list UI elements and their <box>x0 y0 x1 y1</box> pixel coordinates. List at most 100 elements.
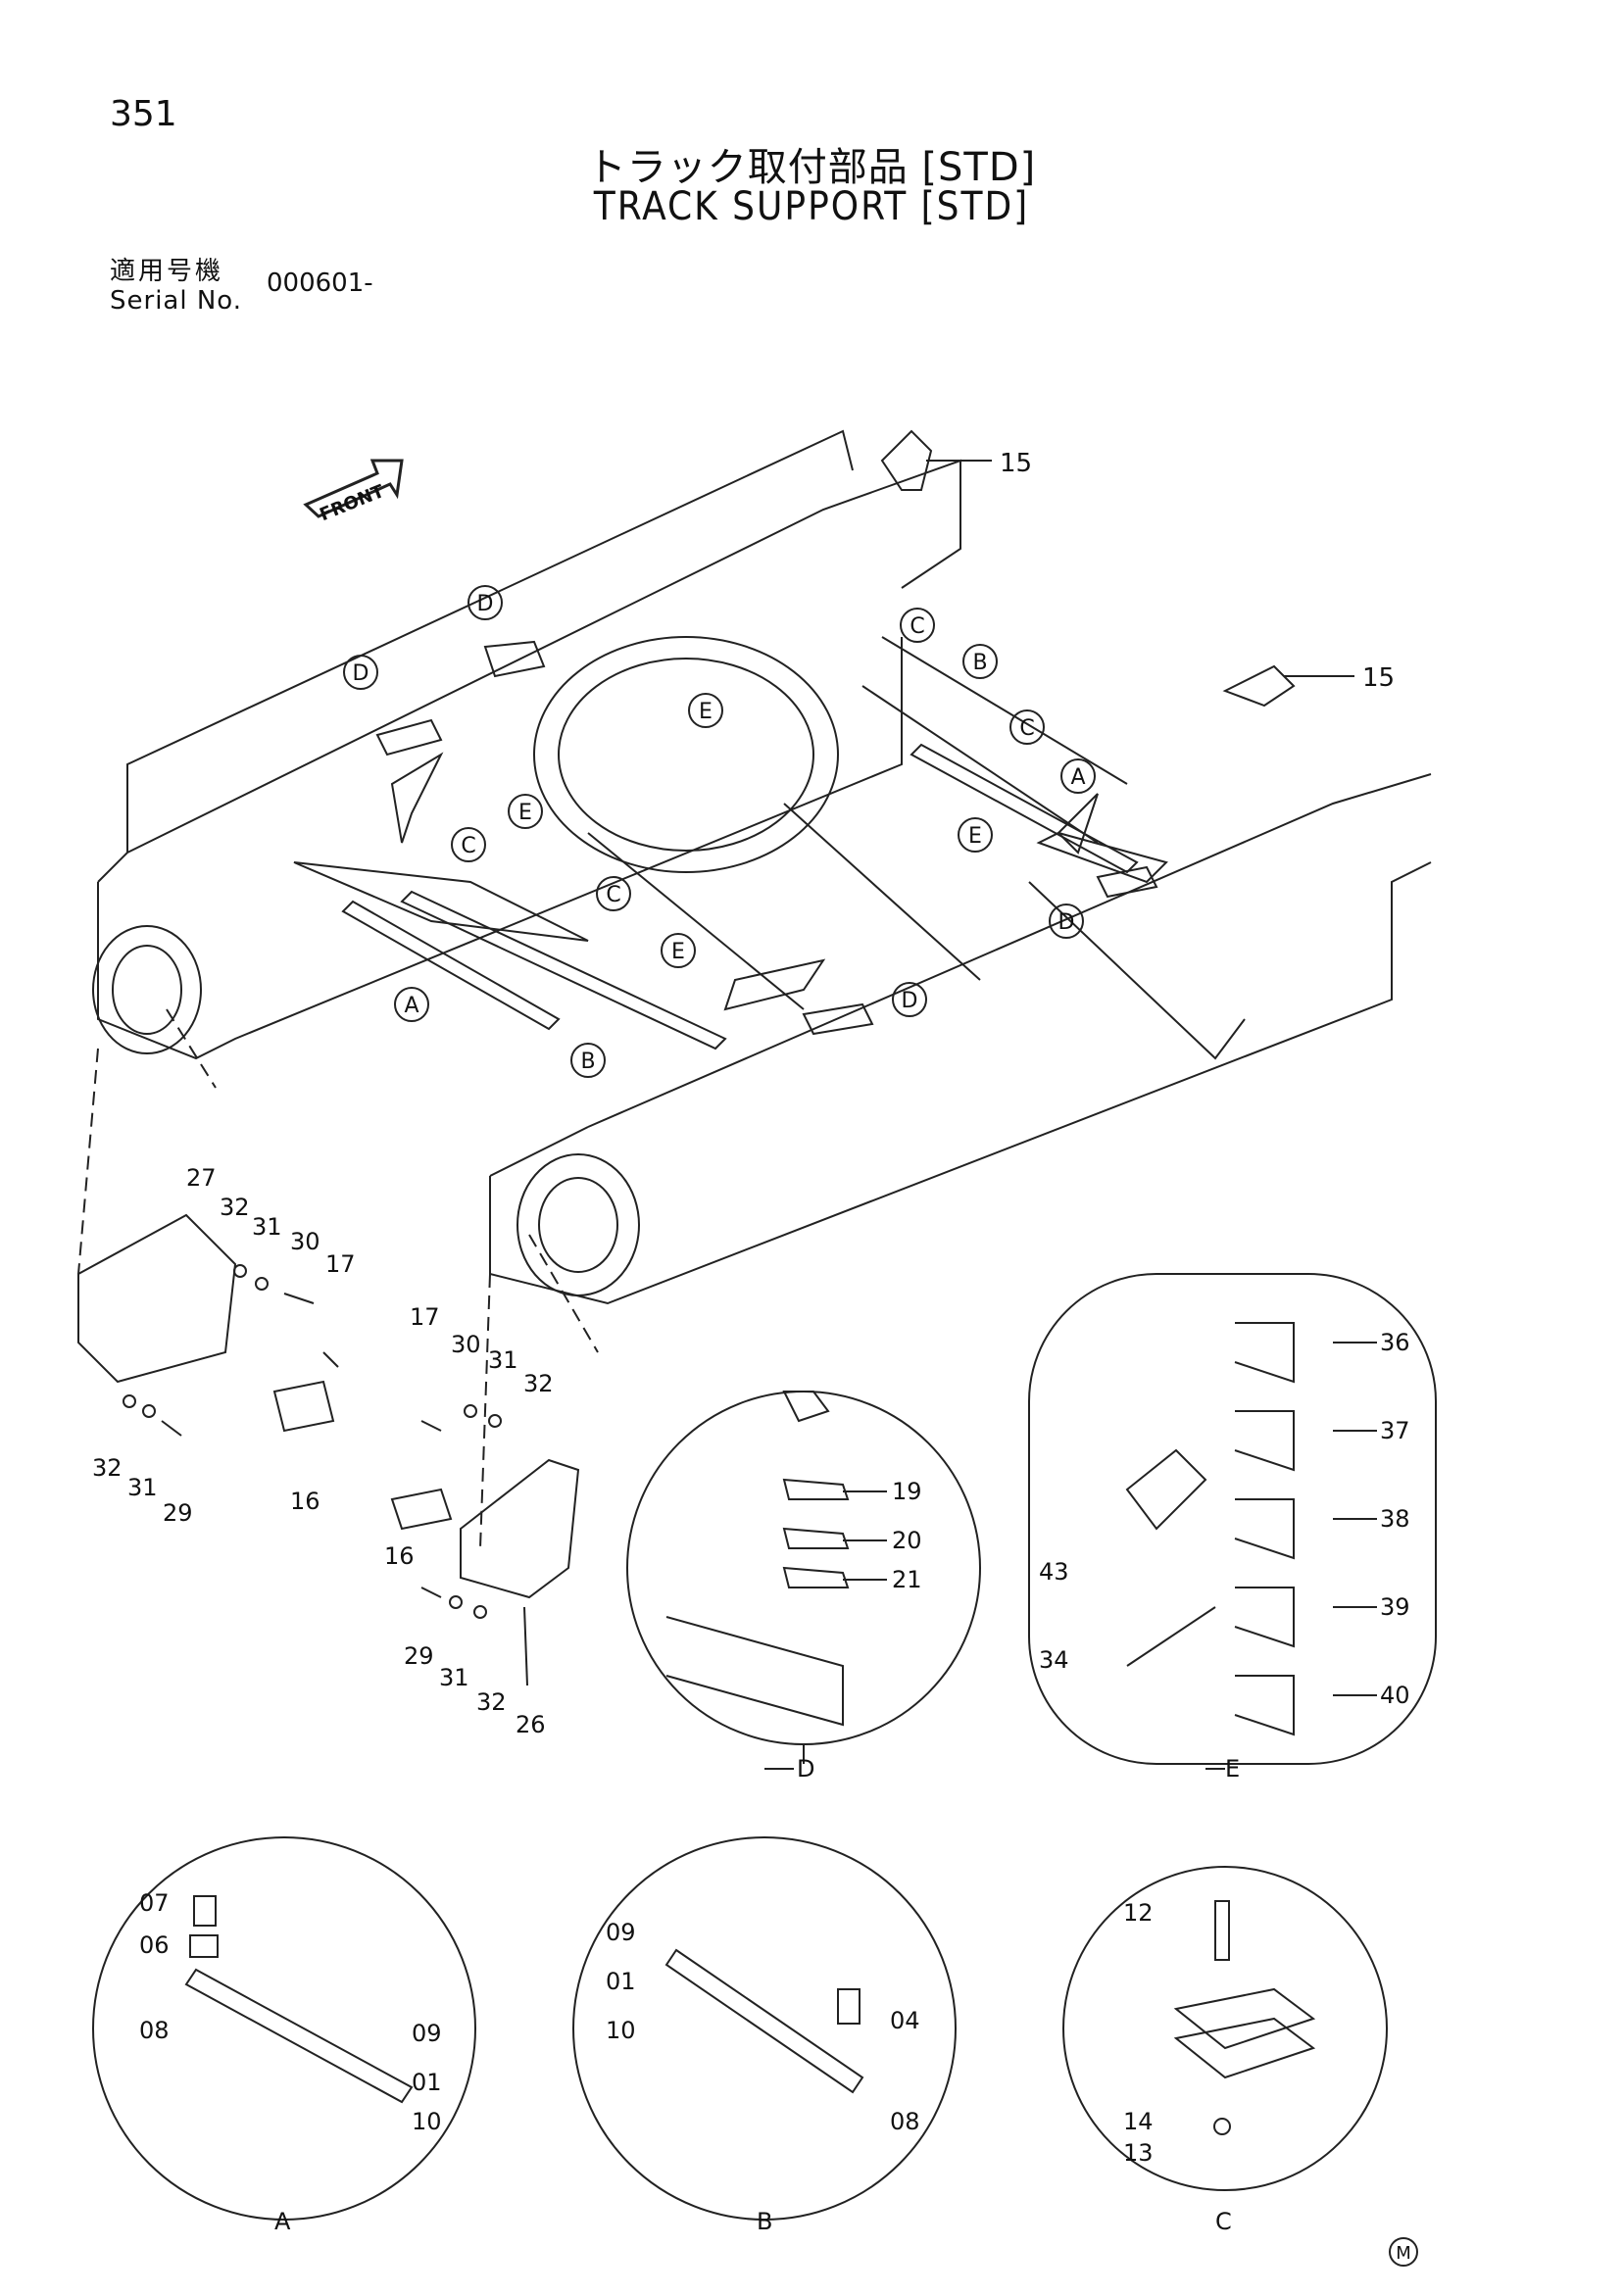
callout-36: 36 <box>1380 1329 1410 1356</box>
callout-17: 17 <box>325 1250 356 1278</box>
detail-A-label: A <box>274 2208 291 2235</box>
right-bracket-callouts: 17 30 31 32 16 29 31 32 26 <box>384 1303 554 1738</box>
marker-D-1: D <box>467 585 503 620</box>
detail-D-label: D <box>797 1755 814 1783</box>
detail-B-callouts: 09 01 10 04 08 B <box>606 1919 920 2235</box>
callout-10: 10 <box>412 2108 442 2135</box>
callout-32: 32 <box>220 1194 250 1221</box>
detail-C-circle <box>1062 1866 1388 2191</box>
detail-E-label: E <box>1225 1755 1240 1783</box>
callout-43: 43 <box>1039 1558 1069 1586</box>
marker-C-1: C <box>900 608 935 643</box>
detail-C-label: C <box>1215 2208 1232 2235</box>
reference-leader-lines <box>77 1008 599 1549</box>
marker-C-3: C <box>451 827 486 862</box>
detail-B-label: B <box>757 2208 772 2235</box>
marker-B-1: B <box>962 644 998 679</box>
svg-text:D: D <box>353 661 369 686</box>
marker-D-4: D <box>892 982 927 1017</box>
svg-text:E: E <box>518 801 532 825</box>
callout-16: 16 <box>290 1488 320 1515</box>
detail-D-circle <box>626 1391 981 1764</box>
callout-32: 32 <box>523 1370 554 1397</box>
detail-C-callouts: 12 14 13 C <box>1123 1899 1232 2235</box>
callout-39: 39 <box>1380 1593 1410 1621</box>
callout-20: 20 <box>892 1527 922 1554</box>
callout-01: 01 <box>606 1968 636 1995</box>
track-frame-drawing <box>92 429 1432 1305</box>
callout-29: 29 <box>163 1499 193 1527</box>
front-label: FRONT <box>317 481 387 526</box>
marker-E-1: E <box>688 693 723 728</box>
callout-31: 31 <box>439 1664 469 1691</box>
callout-29: 29 <box>404 1642 434 1670</box>
serial-label-japanese: 適用号機 <box>110 257 224 286</box>
callout-30: 30 <box>451 1331 481 1358</box>
left-bracket-callouts: 27 32 31 30 17 16 32 31 29 <box>92 1164 356 1527</box>
callout-09: 09 <box>412 2020 442 2047</box>
detail-E-callouts: 36 37 38 39 40 43 34 E <box>1039 1329 1410 1783</box>
callout-40: 40 <box>1380 1682 1410 1709</box>
detail-A-callouts: 07 06 08 09 01 10 A <box>139 1889 442 2235</box>
marker-E-4: E <box>661 933 696 968</box>
page-title-english: TRACK SUPPORT [STD] <box>593 184 1030 229</box>
callout-17: 17 <box>410 1303 440 1331</box>
callout-38: 38 <box>1380 1505 1410 1533</box>
callout-21: 21 <box>892 1566 922 1593</box>
svg-text:C: C <box>910 614 924 639</box>
svg-text:A: A <box>404 994 418 1018</box>
callout-04: 04 <box>890 2007 920 2034</box>
detail-E-circle <box>1028 1273 1437 1765</box>
callout-27: 27 <box>186 1164 217 1192</box>
callout-10: 10 <box>606 2017 636 2044</box>
page-title-japanese: トラック取付部品 [STD] <box>586 145 1037 190</box>
callout-32: 32 <box>476 1688 507 1716</box>
svg-text:C: C <box>1019 716 1034 741</box>
detail-B-circle <box>572 1836 957 2221</box>
svg-text:C: C <box>461 834 475 858</box>
marker-D-2: D <box>343 655 378 690</box>
svg-text:E: E <box>968 824 982 849</box>
detail-A-circle <box>92 1836 476 2221</box>
front-arrow-icon <box>303 459 404 518</box>
marker-E-3: E <box>958 817 993 853</box>
svg-text:D: D <box>902 989 918 1013</box>
callout-31: 31 <box>127 1474 158 1501</box>
callout-26: 26 <box>516 1711 546 1738</box>
svg-text:D: D <box>477 592 494 616</box>
svg-text:E: E <box>699 700 713 724</box>
callout-37: 37 <box>1380 1417 1410 1444</box>
svg-text:E: E <box>671 940 685 964</box>
callout-12: 12 <box>1123 1899 1154 1927</box>
svg-text:B: B <box>580 1050 595 1074</box>
callout-32: 32 <box>92 1454 123 1482</box>
right-bracket-assembly <box>390 1404 580 1686</box>
callout-09: 09 <box>606 1919 636 1946</box>
callout-16: 16 <box>384 1542 415 1570</box>
marker-A-1: A <box>1060 758 1096 794</box>
callout-31: 31 <box>488 1346 518 1374</box>
callout-34: 34 <box>1039 1646 1069 1674</box>
callout-06: 06 <box>139 1931 170 1959</box>
marker-C-4: C <box>596 876 631 911</box>
callout-14: 14 <box>1123 2108 1154 2135</box>
callout-13: 13 <box>1123 2139 1154 2167</box>
callout-08: 08 <box>139 2017 170 2044</box>
callout-07: 07 <box>139 1889 170 1917</box>
footer-mark-icon: M <box>1389 2237 1418 2267</box>
footer-mark: M <box>1396 2243 1411 2264</box>
marker-A-2: A <box>394 987 429 1022</box>
serial-number-value: 000601- <box>267 269 373 298</box>
callout-15-right: 15 <box>1362 663 1395 693</box>
callout-08: 08 <box>890 2108 920 2135</box>
marker-B-2: B <box>570 1043 606 1078</box>
callout-15-top: 15 <box>1000 449 1032 478</box>
serial-label-english: Serial No. <box>110 286 242 316</box>
marker-C-2: C <box>1009 709 1045 745</box>
callout-01: 01 <box>412 2069 442 2096</box>
svg-text:A: A <box>1070 765 1085 790</box>
callout-30: 30 <box>290 1228 320 1255</box>
callout-19: 19 <box>892 1478 922 1505</box>
svg-text:C: C <box>606 883 620 907</box>
